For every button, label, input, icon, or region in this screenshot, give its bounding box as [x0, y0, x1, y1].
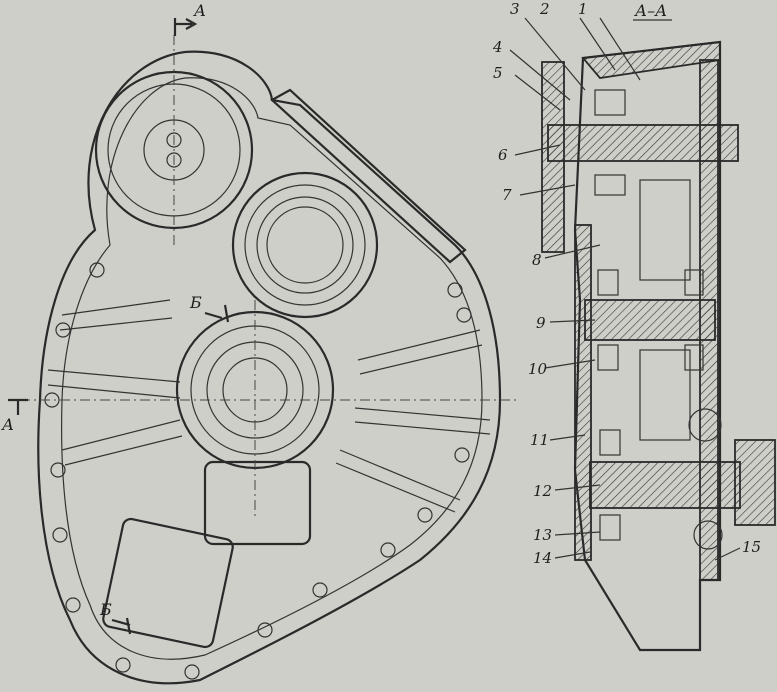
inspection-cover-lower [102, 517, 234, 649]
callout-11: 11 [530, 431, 549, 449]
output-coupling [734, 439, 776, 526]
callout-1: 1 [578, 0, 588, 18]
middle-shaft [584, 299, 716, 341]
callout-numbers: 1 2 3 4 5 6 7 8 9 10 11 12 13 14 15 [492, 0, 761, 567]
bearings [594, 89, 723, 550]
section-view: А–А [492, 0, 776, 652]
section-title: А–А [634, 1, 667, 20]
callout-14: 14 [533, 549, 552, 567]
ribs [47, 299, 491, 513]
top-cover [270, 88, 467, 264]
centre-lines [20, 35, 520, 520]
plan-view: А А Б Б [1, 1, 520, 685]
gear-body-1 [639, 179, 691, 281]
callout-13: 13 [533, 526, 552, 544]
section-letter-b-upper: Б [189, 293, 202, 312]
top-housing [581, 40, 721, 79]
left-wall [574, 224, 592, 561]
callout-9: 9 [536, 314, 546, 332]
gear-body-2 [639, 349, 691, 441]
callout-8: 8 [532, 251, 542, 269]
section-marker-a-top: А [173, 1, 206, 36]
callout-15: 15 [742, 538, 761, 556]
section-marker-a-left: А [1, 398, 28, 434]
section-letter-a-left: А [1, 415, 14, 434]
section-letter-b-lower: Б [99, 600, 112, 619]
housing-outline [37, 50, 502, 685]
callout-4: 4 [492, 38, 503, 56]
section-letter-a-top: А [193, 1, 206, 20]
callout-5: 5 [493, 64, 503, 82]
callout-12: 12 [533, 482, 552, 500]
section-marker-b-upper: Б [189, 293, 230, 323]
inspection-cover-upper [203, 460, 312, 546]
callout-10: 10 [528, 360, 548, 378]
callout-3: 3 [510, 0, 520, 18]
upper-shaft [547, 124, 739, 162]
callout-7: 7 [502, 186, 512, 204]
section-marker-b-lower: Б [99, 600, 132, 635]
bolt-holes [44, 262, 472, 680]
callout-6: 6 [498, 146, 508, 164]
callout-2: 2 [539, 0, 550, 18]
leader-lines [509, 17, 741, 561]
lower-shaft [589, 461, 741, 509]
housing-inner-outline [61, 77, 483, 660]
middle-gear [231, 171, 379, 319]
